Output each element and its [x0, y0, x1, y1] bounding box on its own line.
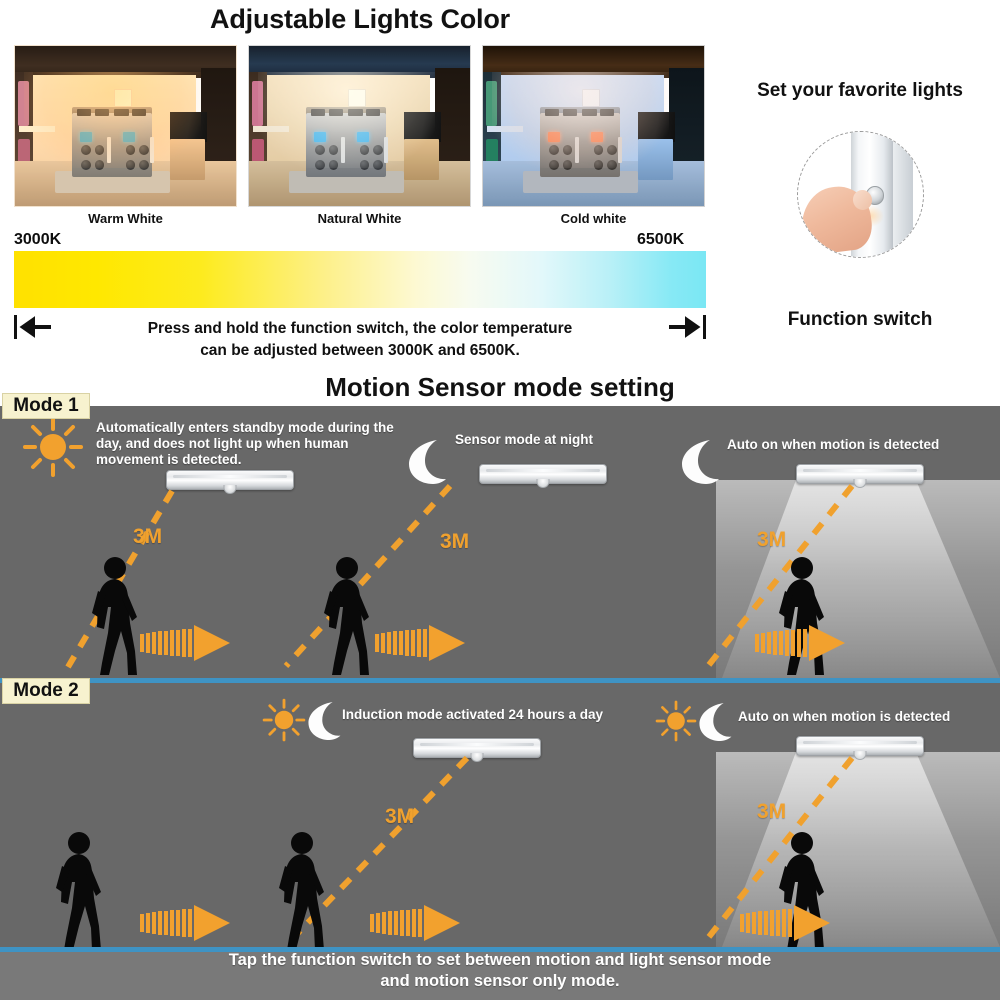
moon-icon [409, 440, 446, 484]
mode-2-badge: Mode 2 [2, 678, 90, 704]
walking-person-silhouette [92, 557, 137, 675]
set-favorite-lights-title: Set your favorite lights [757, 80, 963, 101]
divider-blue-1 [0, 678, 1000, 683]
footer-caption-line2: and motion sensor only mode. [380, 971, 620, 990]
mode-2-panel-2-label: Induction mode activated 24 hours a day [342, 707, 604, 722]
page-title: Adjustable Lights Color [210, 4, 510, 34]
motion-direction-arrow-icon [370, 905, 460, 941]
moon-icon [682, 440, 719, 484]
photo-caption-cold-white: Cold white [560, 211, 627, 226]
arrow-right-icon [667, 313, 707, 341]
mode-2-panel-2-distance: 3M [385, 805, 415, 828]
mode-1-panel-3-distance: 3M [757, 528, 787, 551]
detection-range-dashed-line [705, 756, 855, 940]
photo-cold-white [482, 45, 705, 207]
motion-sensor-icon [470, 753, 484, 762]
led-bar-device [413, 738, 541, 762]
mode-1-panel-2-label: Sensor mode at night [455, 432, 594, 447]
led-bar-device [479, 464, 607, 488]
motion-direction-arrow-icon [375, 625, 465, 661]
footer-band [0, 947, 1000, 1000]
photo-caption-natural-white: Natural White [317, 211, 402, 226]
gradient-instruction: Press and hold the function switch, the … [60, 318, 660, 363]
detection-range-dashed-line [290, 755, 470, 941]
led-bar-device [166, 470, 294, 494]
gradient-instruction-line1: Press and hold the function switch, the … [147, 320, 573, 337]
motion-sensor-icon [536, 479, 550, 488]
function-switch-label: Function switch [787, 309, 933, 330]
mode-1-panel-1-distance: 3M [133, 525, 163, 548]
color-temperature-gradient-bar [14, 251, 706, 308]
footer-caption-line1: Tap the function switch to set between m… [228, 951, 772, 969]
mode-2-panel-3-label: Auto on when motion is detected [738, 709, 951, 724]
motion-sensor-title: Motion Sensor mode setting [325, 372, 675, 402]
led-bar-device [796, 736, 924, 760]
mode-1-panel-2-distance: 3M [440, 530, 470, 553]
mode-1-panel-1-label: Automatically enters standby mode during… [96, 420, 394, 468]
photo-comparison-strip [14, 45, 706, 207]
walking-person-silhouette [324, 557, 369, 675]
motion-direction-arrow-icon [755, 625, 845, 661]
sun-icon [23, 417, 83, 477]
kelvin-min-label: 3000K [14, 231, 62, 248]
motion-sensor-icon [853, 751, 867, 760]
gradient-instruction-line2: can be adjusted between 3000K and 6500K. [200, 342, 520, 360]
photo-natural-white [248, 45, 471, 207]
mode-1-badge: Mode 1 [2, 393, 90, 419]
motion-direction-arrow-icon [140, 905, 230, 941]
function-switch-photo [797, 131, 924, 258]
motion-sensor-icon [223, 485, 237, 494]
walking-person-silhouette [279, 832, 324, 950]
detection-range-dashed-line [65, 489, 175, 669]
moon-icon [699, 703, 732, 741]
motion-direction-arrow-icon [140, 625, 230, 661]
photo-warm-white [14, 45, 237, 207]
mode-2-panel-3-distance: 3M [757, 800, 787, 823]
photo-caption-warm-white: Warm White [88, 211, 163, 226]
motion-direction-arrow-icon [740, 905, 830, 941]
moon-icon [308, 702, 341, 740]
detection-range-dashed-line [283, 483, 453, 669]
walking-person-silhouette [56, 832, 101, 950]
sun-icon [655, 700, 697, 742]
mode-1-panel-3-label: Auto on when motion is detected [727, 437, 940, 452]
footer-caption: Tap the function switch to set between m… [0, 950, 1000, 991]
kelvin-max-label: 6500K [637, 231, 685, 248]
sun-icon [262, 698, 306, 742]
detection-range-dashed-line [705, 484, 855, 668]
arrow-left-icon [13, 313, 53, 341]
adjustable-lights-color-section: Adjustable Lights Color [0, 0, 1000, 372]
motion-sensor-icon [853, 479, 867, 488]
led-bar-device [796, 464, 924, 488]
divider-blue-2 [0, 947, 1000, 952]
